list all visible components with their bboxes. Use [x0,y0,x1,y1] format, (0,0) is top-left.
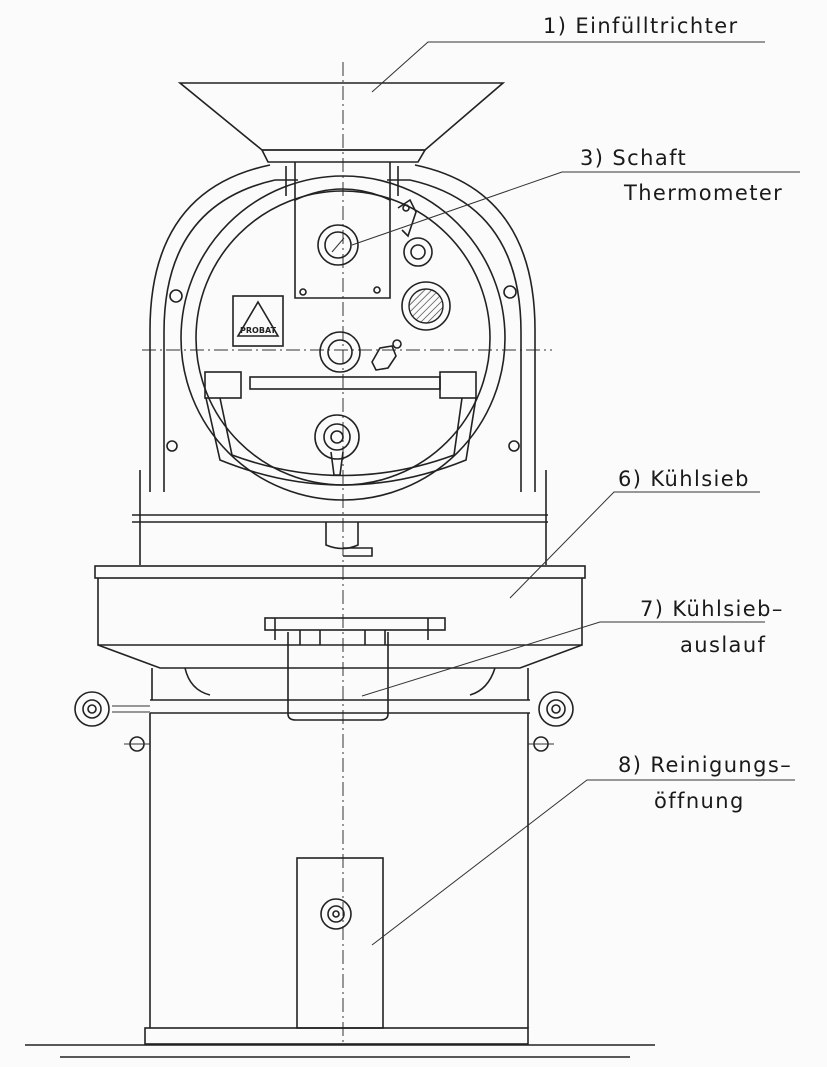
label-sieve-outlet-2: auslauf [680,633,766,657]
base-cabinet [25,713,655,1058]
label-thermometer: Thermometer [623,181,783,205]
roaster-hood [132,164,548,565]
label-shaft: 3) Schaft [580,146,687,170]
side-fittings [74,691,574,752]
drum-hub [319,331,402,373]
fill-funnel [177,82,506,202]
label-sieve-outlet: 7) Kühlsieb– [640,597,784,621]
leader-lines [351,41,800,946]
discharge-valve [314,414,360,476]
label-cooling-sieve: 6) Kühlsieb [618,467,750,491]
label-cleaning-opening: 8) Reinigungs– [618,753,792,777]
svg-text:PROBAT: PROBAT [240,326,276,335]
cooling-sieve [94,565,586,700]
cooling-sieve-outlet [264,617,446,721]
drum-door-handle [204,371,477,486]
drum-outlet-connector [325,522,373,557]
shaft-thermometer [317,198,433,267]
sight-glass [401,281,451,331]
cleaning-opening [296,857,384,1029]
probat-logo: PROBAT [232,295,284,347]
label-cleaning-opening-2: öffnung [654,789,745,813]
label-fill-funnel: 1) Einfülltrichter [543,14,739,38]
